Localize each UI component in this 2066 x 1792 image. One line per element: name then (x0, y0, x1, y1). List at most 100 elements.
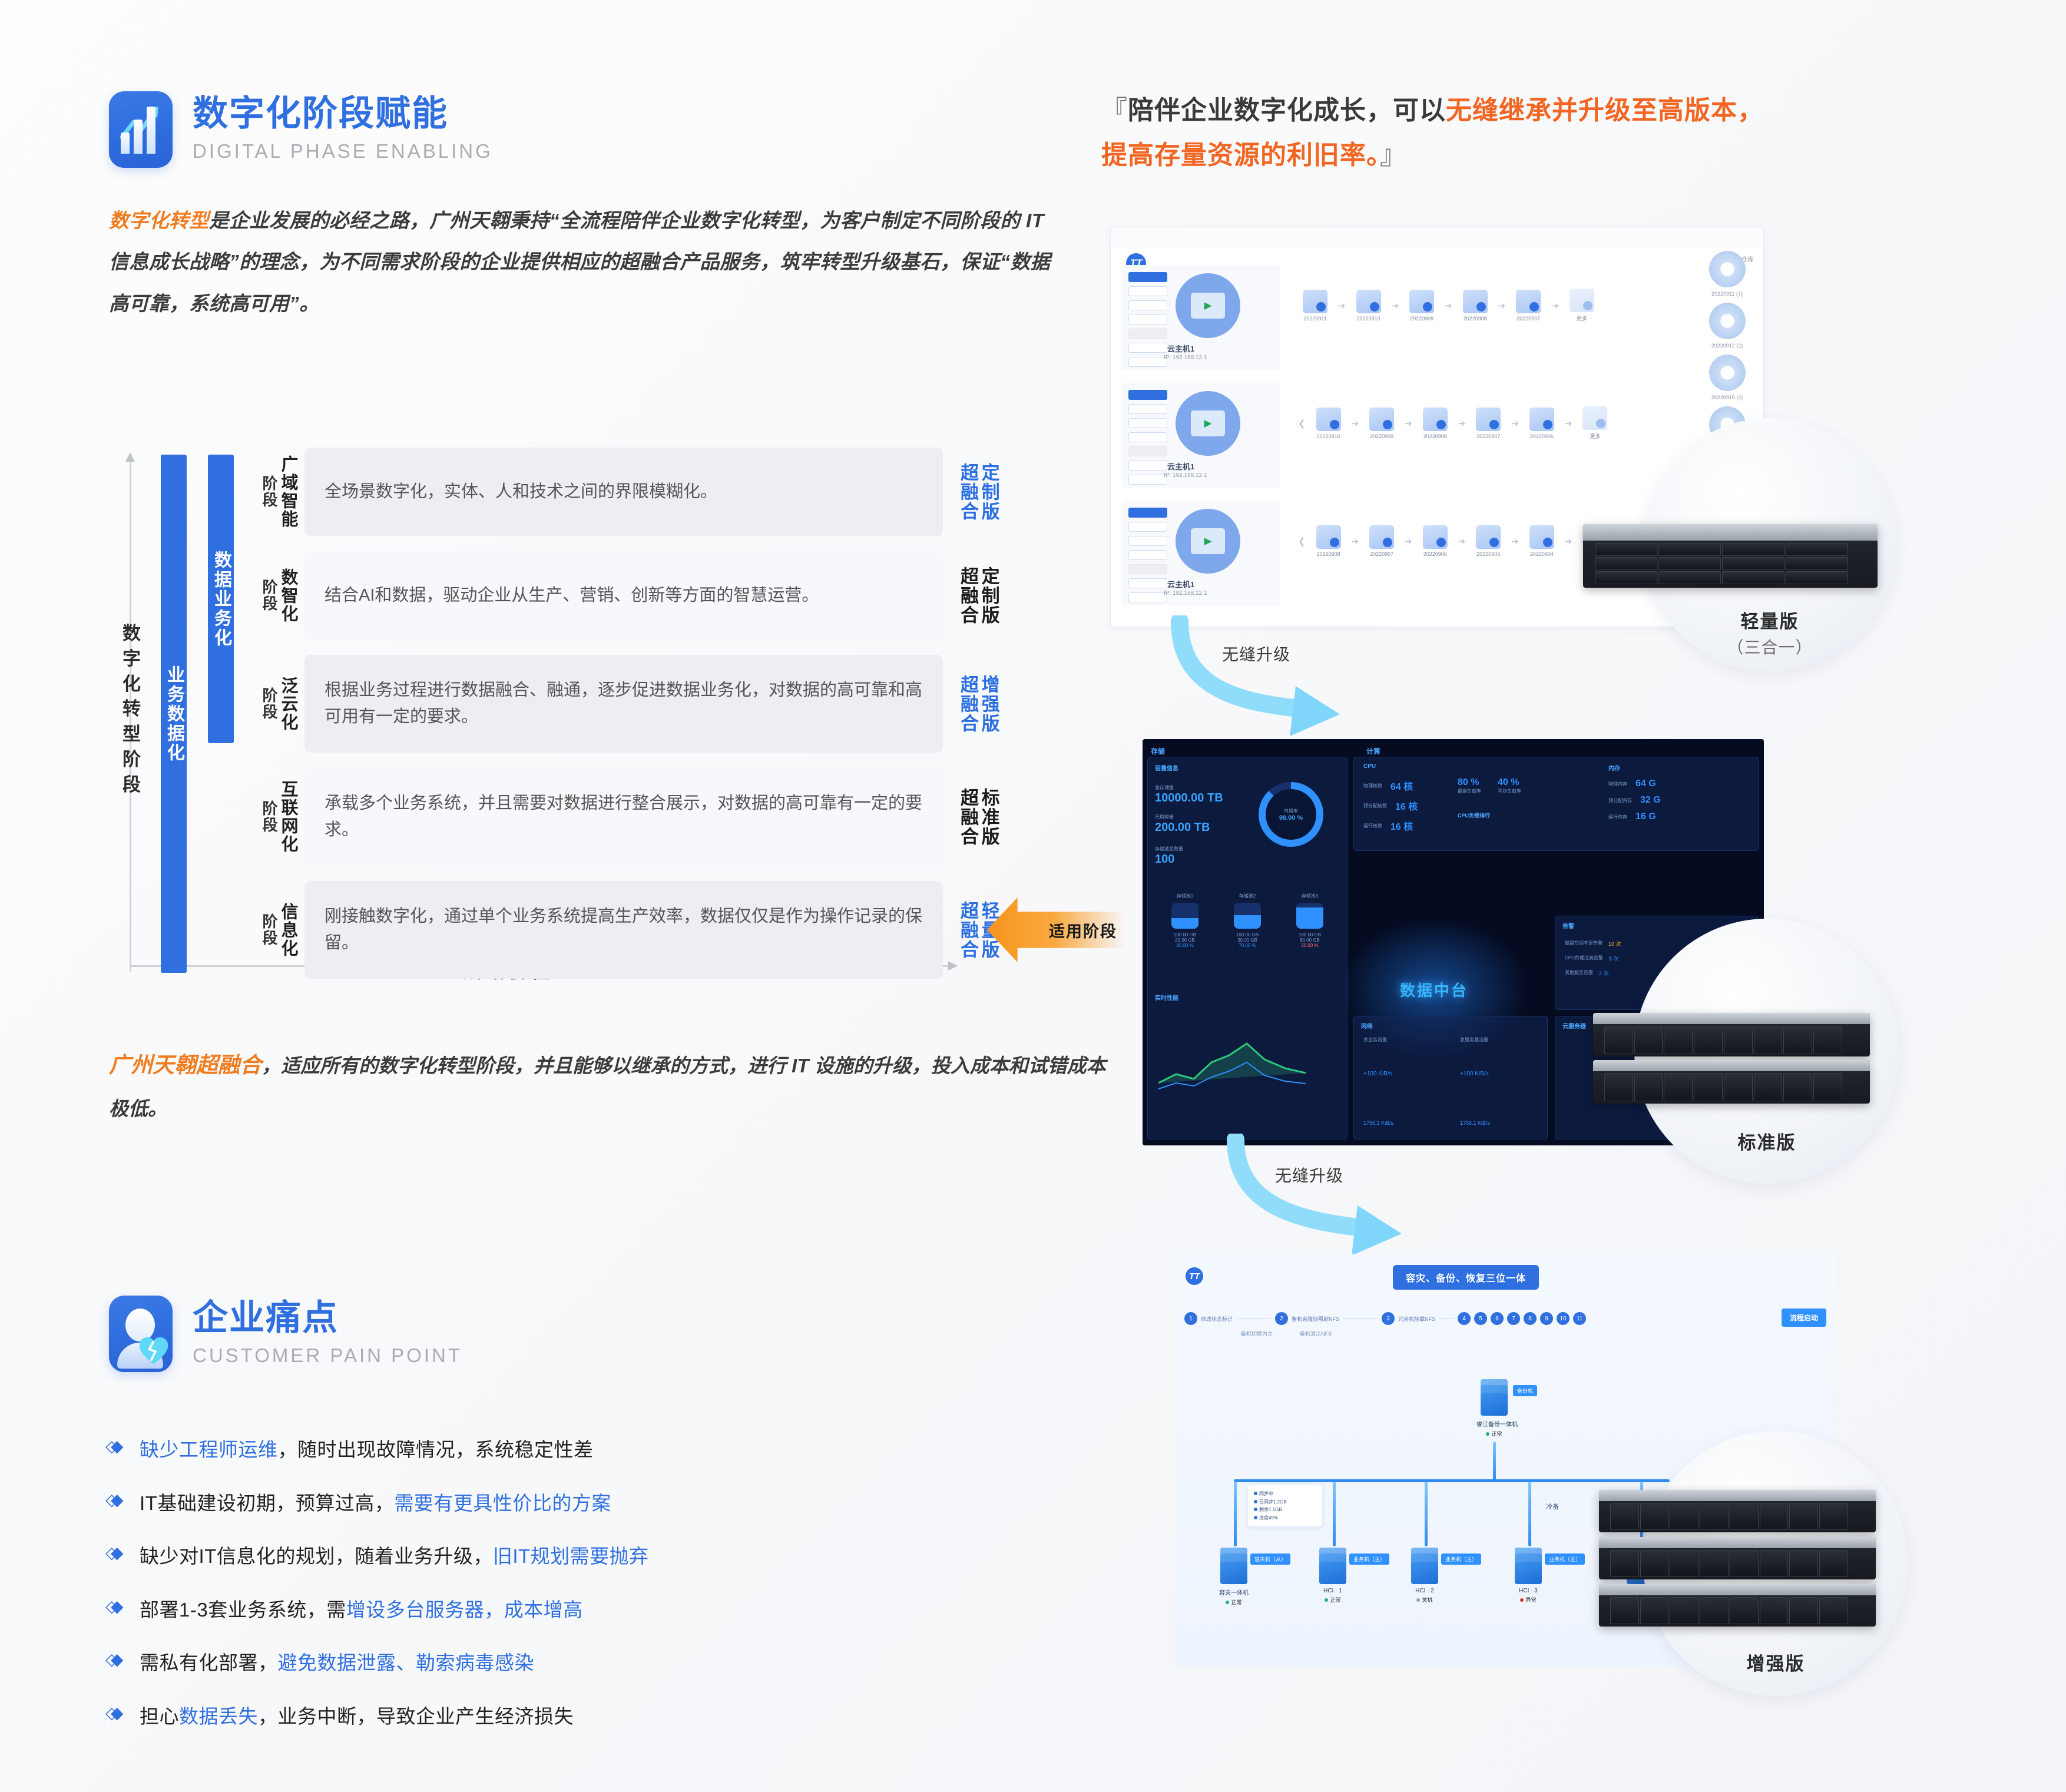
vm-menu-item[interactable] (1128, 432, 1167, 442)
topology-node[interactable]: HCI · 3 异常 (1511, 1548, 1546, 1604)
step-number[interactable]: 7 (1507, 1312, 1521, 1325)
snapshot-item[interactable]: 20220908 (1312, 525, 1346, 557)
snapshot-item-more[interactable]: 更多 (1565, 289, 1599, 322)
snapshot-item[interactable]: 20220907 (1511, 289, 1545, 322)
step-number[interactable]: 11 (1573, 1312, 1587, 1325)
pool-used: 20.00 GB (1175, 938, 1195, 943)
step-number[interactable]: 1 (1184, 1312, 1197, 1325)
vm-menu-item[interactable] (1128, 592, 1167, 602)
snapshot-item[interactable]: 20220911 (1298, 289, 1332, 322)
snapshot-item[interactable]: 20220910 (1312, 407, 1346, 439)
snapshot-item[interactable]: 20220906 (1525, 407, 1559, 439)
topology-node[interactable]: HCI · 1 正常 (1315, 1548, 1350, 1604)
snapshot-icon (1476, 407, 1501, 431)
topology-node[interactable]: 容灾一体机 正常 (1216, 1548, 1251, 1606)
cpu-avg-label: 平均负载率 (1498, 789, 1521, 794)
start-process-button[interactable]: 流程启动 (1781, 1309, 1826, 1327)
vm-menu-item[interactable] (1128, 475, 1167, 485)
pain-point-list: 缺少工程师运维，随时出现故障情况，系统稳定性差 IT基础建设初期，预算过高，需要… (105, 1436, 992, 1730)
table-row: 阶段 泛云化 根据业务过程进行数据融合、融通，逐步促进数据业务化，对数据的高可靠… (242, 655, 1014, 753)
mem-row-val: 64 G (1635, 779, 1656, 789)
server-rack-enhanced-a (1599, 1490, 1876, 1532)
vm-card[interactable]: ▶ 云主机1 IP: 192.168.12.1 (1121, 501, 1280, 605)
snapshot-item[interactable]: 20220908 (1458, 289, 1492, 322)
diamond-bullet-icon (105, 1490, 127, 1512)
pool-rate: 80.00 % (1176, 943, 1194, 948)
drive-bay (1700, 1596, 1729, 1624)
backup-node[interactable]: 睿江备份一体机 正常 (1476, 1379, 1518, 1437)
node-status: 正常 (1216, 1598, 1251, 1606)
pool-total: 100.00 GB (1173, 932, 1197, 938)
vm-menu-item[interactable] (1128, 446, 1167, 456)
vm-menu-item[interactable] (1128, 522, 1167, 532)
step-number[interactable]: 5 (1474, 1312, 1488, 1325)
node-tag: 容灾机（从） (1250, 1553, 1291, 1565)
snapshot-item[interactable]: 20220905 (1471, 525, 1505, 557)
node-name: HCI · 1 (1323, 1588, 1342, 1594)
row-version: 超融合 定制版 (943, 448, 1014, 536)
step-number[interactable]: 9 (1540, 1312, 1554, 1325)
snapshot-item[interactable]: 20220909 (1405, 289, 1439, 322)
snapshot-item[interactable]: 20220908 (1418, 407, 1452, 439)
drive-bay (1700, 1502, 1729, 1530)
server-tower-icon (1481, 1379, 1508, 1416)
row-stage-suffix: 阶段 (260, 687, 278, 720)
snapshot-item[interactable]: 20220904 (1525, 525, 1559, 557)
table-row: 阶段 数智化 结合AI和数据，驱动企业从生产、营销、创新等方面的智慧运营。 超融… (242, 551, 1014, 640)
step-number[interactable]: 2 (1275, 1312, 1289, 1325)
server-tower-icon (1319, 1548, 1346, 1584)
snapshot-item[interactable]: 20220910 (1352, 289, 1386, 322)
vm-menu-item[interactable] (1128, 390, 1167, 400)
topology-node[interactable]: HCI · 2 关机 (1407, 1548, 1442, 1604)
snapshot-item[interactable]: 20220907 (1471, 407, 1505, 439)
vm-menu[interactable] (1128, 272, 1167, 371)
quote-part-b: 无缝继承并升级至高版本， (1446, 96, 1764, 125)
vm-card[interactable]: ▶ 云主机1 IP: 192.168.12.1 (1121, 383, 1280, 488)
vm-menu-item[interactable] (1128, 508, 1167, 518)
chevron-right-icon: ➜ (1351, 536, 1359, 546)
step-number[interactable]: 4 (1458, 1312, 1471, 1325)
vm-menu-item[interactable] (1128, 357, 1167, 367)
vm-menu-item[interactable] (1128, 272, 1167, 282)
vm-menu-item[interactable] (1128, 314, 1167, 324)
pain-item-pre: 部署1-3套业务系统，需 (140, 1598, 346, 1621)
snapshot-item-more[interactable]: 更多 (1578, 406, 1612, 440)
step-number[interactable]: 6 (1491, 1312, 1504, 1325)
sub-step-2: 备机激活NFS (1300, 1331, 1332, 1337)
vm-menu-item[interactable] (1128, 564, 1167, 574)
vm-menu-item[interactable] (1128, 550, 1167, 560)
step-number[interactable]: 8 (1524, 1312, 1537, 1325)
vm-menu-item[interactable] (1128, 404, 1167, 414)
snapshot-icon (1369, 407, 1395, 431)
diamond-bullet-icon (105, 1543, 127, 1565)
vm-menu[interactable] (1128, 508, 1167, 607)
screenshot-vm-backup-flow[interactable]: TT 镜像仓库 ▶ 云主机1 IP: 192.168.12.1 20220911… (1110, 227, 1764, 627)
vm-card[interactable]: ▶ 云主机1 IP: 192.168.12.1 (1121, 265, 1280, 370)
step-number[interactable]: 3 (1382, 1312, 1395, 1325)
vm-menu-item[interactable] (1128, 536, 1167, 546)
node-tag: 业务机（主） (1441, 1553, 1482, 1565)
vm-menu-item[interactable] (1128, 343, 1167, 353)
vm-menu-item[interactable] (1128, 578, 1167, 588)
list-item: 部署1-3套业务系统，需增设多台服务器，成本增高 (105, 1596, 992, 1624)
vm-menu-item[interactable] (1128, 286, 1167, 296)
chevron-right-icon: ➜ (1564, 536, 1572, 546)
snapshot-label: 20220907 (1476, 433, 1501, 439)
table-row: 阶段 信息化 刚接触数字化，通过单个业务系统提高生产效率，数据仅仅是作为操作记录… (242, 881, 1125, 979)
snapshot-item[interactable]: 20220906 (1418, 525, 1452, 557)
vm-monitor-icon: ▶ (1176, 509, 1240, 574)
server-tower-icon (1515, 1548, 1542, 1584)
vm-menu-item[interactable] (1128, 418, 1167, 428)
diamond-bullet-icon (105, 1649, 127, 1671)
vm-menu-item[interactable] (1128, 300, 1167, 310)
pool-item: 存储池1 100.00 GB 20.00 GB 80.00 % (1171, 893, 1198, 948)
drive-bay (1610, 1596, 1639, 1624)
vm-menu[interactable] (1128, 390, 1167, 489)
vm-menu-item[interactable] (1128, 461, 1167, 471)
row-stage-suffix: 阶段 (260, 913, 278, 946)
step-number[interactable]: 10 (1557, 1312, 1570, 1325)
objects-value: 100 (1155, 853, 1175, 866)
vm-menu-item[interactable] (1128, 329, 1167, 339)
snapshot-item[interactable]: 20220909 (1365, 407, 1399, 439)
snapshot-item[interactable]: 20220907 (1365, 525, 1399, 557)
